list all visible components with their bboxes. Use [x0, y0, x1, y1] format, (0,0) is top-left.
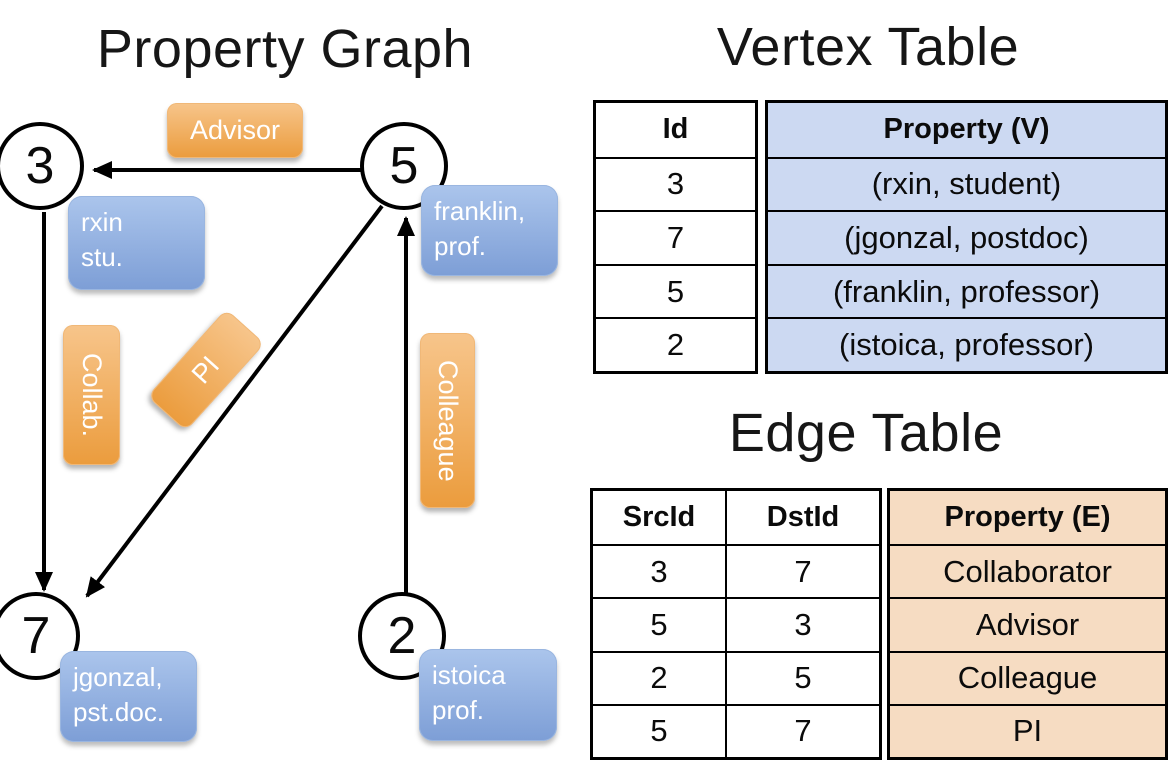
- column-header: Id: [662, 113, 689, 146]
- table-cell: (istoica, professor): [768, 317, 1165, 371]
- edge-label-advisor: Advisor: [167, 103, 303, 158]
- table-cell: Advisor: [890, 597, 1165, 650]
- table-cell: 7: [725, 703, 879, 757]
- vertex-circle-3: 3: [0, 122, 84, 210]
- table-cell: 5: [593, 703, 725, 757]
- column-header: Property (E): [944, 501, 1111, 534]
- table-cell: PI: [890, 703, 1165, 757]
- vertex-property-jgonzal: jgonzal, pst.doc.: [60, 651, 197, 742]
- edge-line-5-to-7: [85, 204, 384, 598]
- table-cell: 2: [593, 650, 725, 704]
- edge-table-id-columns: SrcId DstId 3 7 5 3 2 5 5 7: [590, 488, 882, 760]
- vertex-table-title: Vertex Table: [716, 17, 1020, 77]
- vertex-table-property-column: Property (V) (rxin, student) (jgonzal, p…: [765, 100, 1168, 374]
- edge-label-collab: Collab.: [63, 325, 120, 465]
- vertex-property-istoica: istoica prof.: [419, 649, 557, 741]
- edge-label-colleague: Colleague: [420, 333, 475, 508]
- edge-table-title: Edge Table: [728, 403, 1004, 463]
- table-cell: 3: [596, 156, 755, 211]
- edge-table-property-column: Property (E) Collaborator Advisor Collea…: [887, 488, 1168, 760]
- table-cell: 2: [596, 317, 755, 371]
- vertex-property-rxin: rxin stu.: [68, 196, 205, 290]
- vertex-table-id-column: Id 3 7 5 2: [593, 100, 758, 374]
- column-header: SrcId: [622, 501, 696, 534]
- graph-edges-layer: [35, 161, 415, 598]
- vertex-circle-7: 7: [0, 592, 80, 680]
- column-header: Property (V): [883, 113, 1050, 146]
- table-cell: 5: [725, 650, 879, 704]
- table-cell: 3: [725, 597, 879, 651]
- table-cell: 3: [593, 544, 725, 597]
- property-graph-title: Property Graph: [96, 19, 474, 79]
- table-cell: 5: [593, 597, 725, 650]
- vertex-property-franklin: franklin, prof.: [421, 185, 558, 276]
- table-cell: 7: [596, 210, 755, 264]
- table-cell: (jgonzal, postdoc): [768, 210, 1165, 264]
- table-cell: 5: [596, 263, 755, 318]
- table-cell: Colleague: [890, 650, 1165, 704]
- column-header: DstId: [725, 491, 879, 545]
- table-cell: (rxin, student): [768, 156, 1165, 211]
- table-cell: Collaborator: [890, 544, 1165, 597]
- table-cell: (franklin, professor): [768, 263, 1165, 318]
- table-cell: 7: [725, 544, 879, 598]
